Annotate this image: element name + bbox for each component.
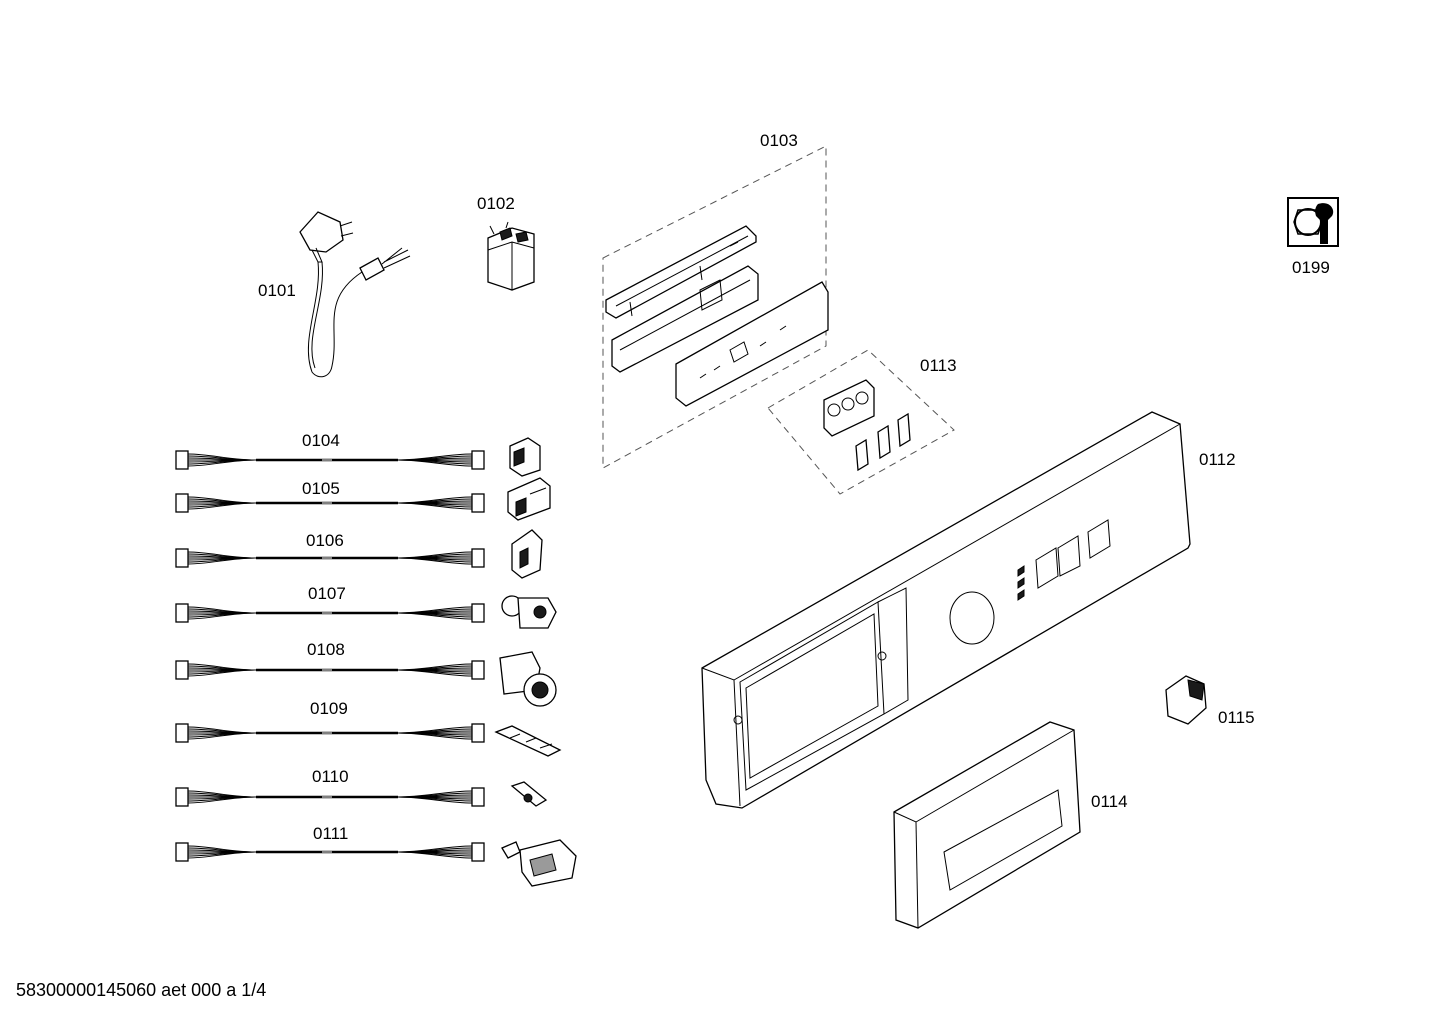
component-0106[interactable]: [511, 529, 543, 579]
label-0101: 0101: [258, 281, 296, 300]
component-0105[interactable]: [507, 477, 551, 521]
wire-strand: [187, 796, 473, 804]
connector-left: [175, 723, 189, 743]
wire-harness[interactable]: [175, 548, 485, 568]
connector-left: [175, 787, 189, 807]
connector-left: [175, 548, 189, 568]
connector-right: [471, 842, 485, 862]
service-tool-icon[interactable]: [1287, 197, 1339, 247]
wire-harness[interactable]: [175, 450, 485, 470]
label-0106: 0106: [306, 531, 344, 550]
connector-right: [471, 450, 485, 470]
wire-harness-group: [175, 450, 485, 862]
connector-right: [471, 493, 485, 513]
label-0102: 0102: [477, 194, 515, 213]
component-0111[interactable]: [501, 839, 577, 887]
wire-harness[interactable]: [175, 842, 485, 862]
wire-strand: [187, 557, 473, 565]
power-cord-part[interactable]: [299, 211, 411, 378]
label-0107: 0107: [308, 584, 346, 603]
connector-right: [471, 603, 485, 623]
connector-left: [175, 450, 189, 470]
connector-right: [471, 548, 485, 568]
label-0108: 0108: [307, 640, 345, 659]
label-0114: 0114: [1091, 792, 1128, 811]
label-0109: 0109: [310, 699, 348, 718]
interference-filter-part[interactable]: [487, 221, 535, 291]
wire-strand: [187, 732, 473, 740]
wire-strand: [187, 669, 473, 677]
connector-right: [471, 660, 485, 680]
component-0104[interactable]: [509, 437, 541, 477]
wire-harness[interactable]: [175, 493, 485, 513]
component-0108[interactable]: [499, 651, 557, 707]
drawing-id-footer: 58300000145060 aet 000 a 1/4: [16, 980, 267, 1000]
component-0107[interactable]: [501, 595, 557, 629]
wire-strand: [187, 502, 473, 510]
connector-right: [471, 787, 485, 807]
label-0112: 0112: [1199, 450, 1236, 469]
wire-harness[interactable]: [175, 660, 485, 680]
label-0103: 0103: [760, 131, 798, 150]
push-buttons-part[interactable]: [767, 349, 955, 495]
wire-strand: [187, 612, 473, 620]
connector-left: [175, 842, 189, 862]
label-0199: 0199: [1292, 258, 1330, 277]
control-knob-part[interactable]: [1165, 675, 1207, 725]
connector-left: [175, 603, 189, 623]
wire-harness[interactable]: [175, 787, 485, 807]
label-0113: 0113: [920, 356, 957, 375]
component-0109[interactable]: [494, 725, 562, 757]
label-0104: 0104: [302, 431, 340, 450]
label-0110: 0110: [312, 767, 349, 786]
wire-harness[interactable]: [175, 723, 485, 743]
component-0110[interactable]: [510, 781, 548, 807]
wire-strand: [187, 851, 473, 859]
connector-left: [175, 493, 189, 513]
label-0115: 0115: [1218, 708, 1255, 727]
control-panel-fascia-part[interactable]: [701, 411, 1191, 809]
label-0105: 0105: [302, 479, 340, 498]
connector-right: [471, 723, 485, 743]
wire-strand: [187, 459, 473, 467]
electronic-module-part[interactable]: [602, 145, 829, 469]
connector-left: [175, 660, 189, 680]
wire-harness[interactable]: [175, 603, 485, 623]
label-0111: 0111: [313, 824, 348, 843]
drawer-handle-part[interactable]: [893, 721, 1081, 929]
